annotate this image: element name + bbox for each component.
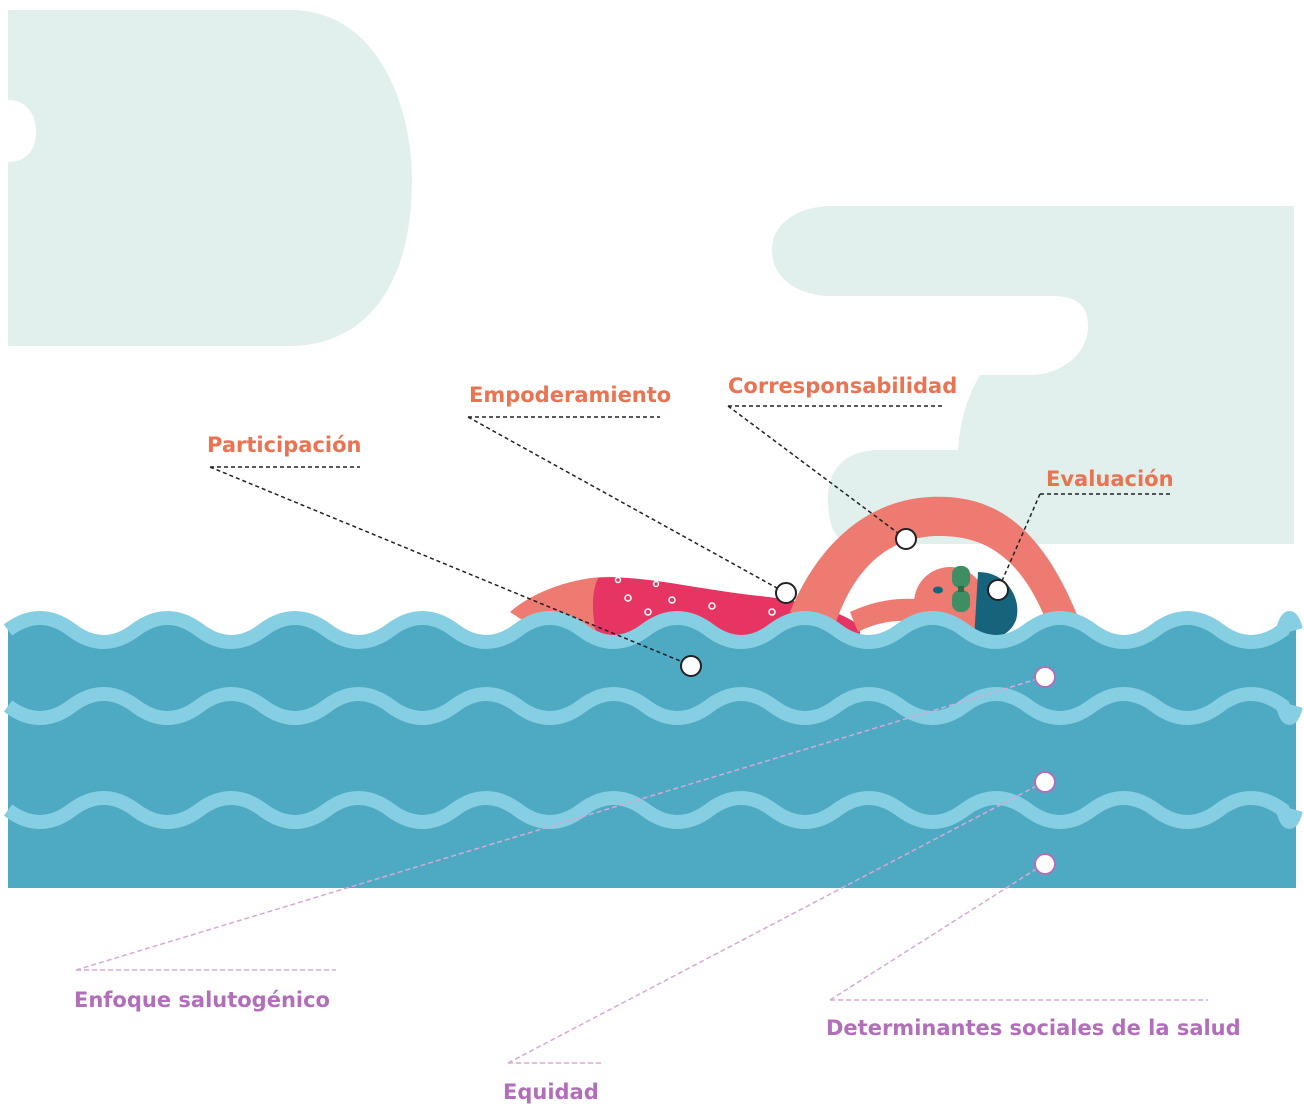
enfoque-marker [1034, 666, 1056, 688]
evaluacion-leader [997, 493, 1041, 591]
determinantes-marker [1034, 853, 1056, 875]
label-corresponsabilidad: Corresponsabilidad [728, 374, 958, 398]
corresponsabilidad-leader [727, 405, 907, 540]
label-equidad: Equidad [503, 1080, 599, 1104]
label-empoderamiento: Empoderamiento [469, 383, 672, 407]
equidad-marker [1034, 771, 1056, 793]
empoderamiento-leader [467, 416, 787, 594]
cloud-left [8, 10, 412, 346]
evaluacion-marker [987, 579, 1009, 601]
corresponsabilidad-marker [895, 528, 917, 550]
water [3, 611, 1303, 888]
label-participacion: Participación [207, 433, 362, 457]
empoderamiento-marker [775, 582, 797, 604]
enfoque-leader [75, 676, 1045, 971]
equidad-leader [507, 781, 1045, 1064]
cloud-right [772, 206, 1294, 544]
determinantes-leader [829, 863, 1045, 1001]
label-evaluacion: Evaluación [1046, 467, 1174, 491]
label-determinantes: Determinantes sociales de la salud [826, 1016, 1241, 1040]
label-enfoque-salutogenico: Enfoque salutogénico [74, 988, 330, 1012]
participacion-leader [209, 466, 691, 666]
participacion-marker [680, 655, 702, 677]
